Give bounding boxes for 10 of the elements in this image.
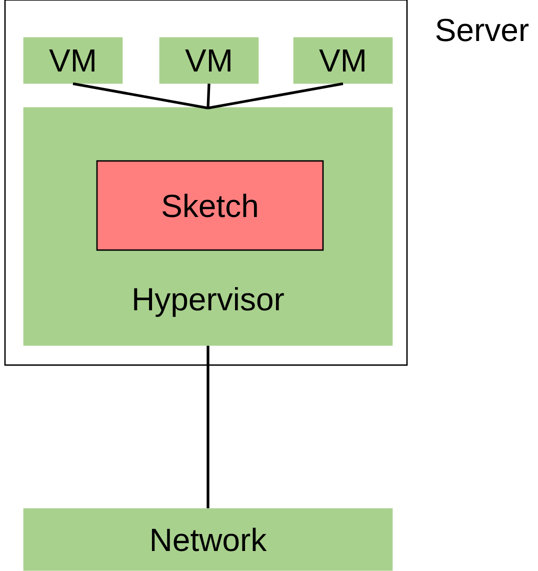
network-box: Network <box>23 508 393 571</box>
connector-line <box>206 346 210 508</box>
connector-line <box>208 82 344 110</box>
node-label: Server <box>436 18 529 42</box>
vm-box: VM <box>293 37 393 84</box>
vm-box: VM <box>23 37 123 84</box>
sketch-box: Sketch <box>96 160 324 251</box>
connector-line <box>72 82 208 110</box>
vm-box: VM <box>159 37 259 84</box>
connector-line <box>206 84 210 108</box>
